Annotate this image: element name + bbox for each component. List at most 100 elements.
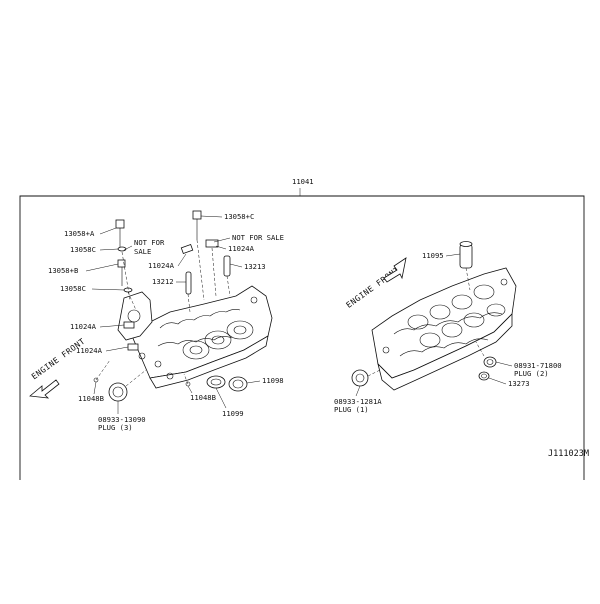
label-nfs1-line1: NOT FOR [134, 238, 165, 247]
label-11024A-mid: 11024A [148, 261, 175, 270]
seal-11099-inner [210, 378, 222, 386]
right-head-deck [377, 313, 513, 391]
leader-11024A-low [105, 346, 129, 352]
leader-13273 [488, 377, 507, 385]
label-13058C: 13058C [70, 245, 96, 254]
bracket-11024A-mid [180, 243, 194, 255]
right-engine-front-text: ENGINE FRONT [345, 265, 402, 310]
left-head-deck [149, 335, 269, 389]
plug-08933-13090 [108, 382, 128, 402]
bracket-11024A-low [127, 343, 139, 351]
leader-13213 [229, 263, 243, 268]
right-side-bolt-1 [382, 346, 390, 354]
bracket-11024A-left [123, 321, 135, 329]
pin-13213 [223, 255, 231, 277]
plug-08933-13090-inner [112, 386, 124, 398]
left-dashed-lines [95, 239, 231, 387]
left-chamber-1-inner [189, 345, 203, 355]
arrow-left-icon [29, 379, 60, 399]
right-cam-ridge [393, 312, 503, 335]
label-13273: 13273 [508, 379, 530, 388]
leader-11048B-mid [187, 385, 193, 394]
left-chamber-3-inner [233, 325, 247, 335]
right-bore-3 [451, 294, 473, 310]
label-11048B-left: 11048B [78, 394, 104, 403]
dash-l9 [211, 247, 217, 297]
label-plug2-name: PLUG (2) [514, 369, 549, 378]
left-side-bolt-4 [250, 296, 258, 304]
dash-r3 [367, 369, 381, 377]
left-chamber-1 [182, 340, 210, 360]
label-11048B-mid: 11048B [190, 393, 216, 402]
label-plug1-name: PLUG (3) [98, 423, 133, 432]
leader-13058Cplus [200, 215, 223, 218]
assembly-number: 11041 [292, 177, 314, 186]
leader-plug3 [355, 385, 361, 397]
left-engine-front-text: ENGINE FRONT [30, 337, 87, 382]
dash-l5 [226, 275, 231, 297]
left-side-bolt-3 [138, 352, 146, 360]
leader-13058A [99, 227, 117, 235]
label-11095: 11095 [422, 251, 444, 260]
label-plug3-name: PLUG (1) [334, 405, 369, 414]
label-11099: 11099 [222, 409, 244, 418]
leader-nfs1 [123, 245, 133, 251]
pin-13212 [185, 271, 192, 295]
tube-11095 [459, 243, 473, 269]
seal-11098 [228, 376, 248, 392]
right-bore-4 [473, 284, 495, 300]
seal-11098-inner [232, 379, 244, 389]
arrow-up-right-icon [383, 257, 407, 283]
bracket-11024A-top [205, 239, 219, 248]
label-nfs1-line2: SALE [134, 247, 151, 256]
seal-11099 [206, 375, 226, 389]
right-bore-7 [463, 312, 485, 328]
right-bore-5 [419, 332, 441, 348]
right-small-parts [351, 241, 497, 387]
dash-l4 [187, 293, 191, 313]
dash-l3 [196, 239, 205, 301]
right-bore-8 [486, 303, 506, 317]
right-bore-6 [441, 322, 463, 338]
leader-11095 [445, 253, 461, 257]
right-side-bolt-2 [500, 278, 508, 286]
label-13212: 13212 [152, 277, 174, 286]
label-11098: 11098 [262, 376, 284, 385]
right-bore-2 [429, 304, 451, 320]
plug-08931-71800 [483, 356, 497, 368]
ring-13273 [478, 371, 490, 381]
left-side-bolt-1 [154, 360, 162, 368]
tube-11095-top [459, 241, 473, 247]
left-chamber-3 [226, 320, 254, 340]
left-small-parts [93, 210, 248, 402]
leader-13058C [99, 248, 119, 251]
figure-code: J111023M [548, 449, 589, 459]
dash-r2 [475, 341, 485, 357]
label-11024A-top: 11024A [228, 244, 255, 253]
stud-13058B-head [117, 259, 126, 268]
right-cylinder-head [371, 267, 517, 391]
left-head-ridge-2 [157, 336, 233, 347]
ring-13273-inner [481, 373, 487, 379]
label-13058B: 13058+B [48, 266, 78, 275]
plug-08931-71800-inner [486, 359, 494, 365]
stud-13058Cplus-head [192, 210, 202, 220]
assembly-frame [19, 195, 585, 480]
left-chamber-2-inner [211, 335, 225, 345]
label-13058BC: 13058C [60, 284, 86, 293]
left-side-bolt-2 [166, 372, 174, 380]
leader-11024A-left [99, 324, 125, 328]
washer-13058C-top [117, 246, 127, 252]
right-cam-ridge-2 [399, 338, 489, 357]
dash-l2 [127, 291, 137, 311]
leader-11098 [246, 380, 261, 384]
leader-11024A-top [215, 245, 227, 250]
left-chamber-2 [204, 330, 232, 350]
label-plug2-number: 08931-71800 [514, 361, 562, 370]
label-13213: 13213 [244, 262, 266, 271]
plug-08933-1281A [351, 369, 369, 387]
dash-r1 [465, 267, 471, 291]
left-cylinder-head [117, 285, 273, 389]
label-plug1-number: 08933-13090 [98, 415, 146, 424]
